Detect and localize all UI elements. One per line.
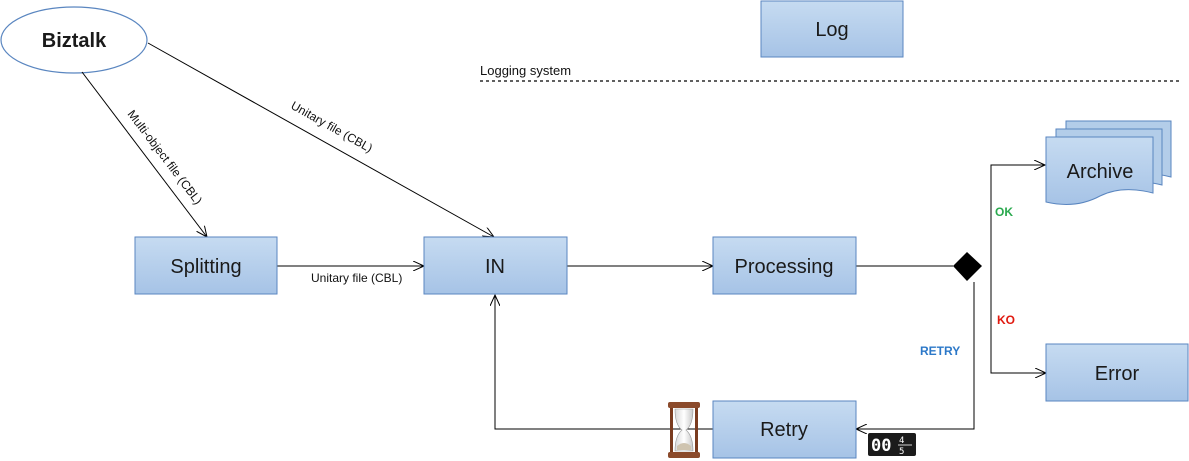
log-label: Log: [815, 19, 848, 41]
edge-biztalk-to-in: [147, 42, 494, 237]
splitting-label: Splitting: [170, 256, 241, 278]
biztalk-node: Biztalk: [0, 6, 148, 74]
retry-node-label: Retry: [760, 419, 808, 441]
splitting-node: Splitting: [134, 236, 278, 295]
decision-diamond: [953, 252, 982, 281]
edge-label-unitary-biztalk: Unitary file (CBL): [289, 98, 376, 155]
edge-retry-to-in: [495, 295, 713, 430]
counter-bottom-digit: 5: [899, 447, 904, 457]
ko-label: KO: [997, 313, 1015, 327]
archive-node: Archive: [1045, 120, 1172, 205]
archive-label: Archive: [1067, 161, 1134, 183]
edge-biztalk-to-splitting: [81, 71, 207, 237]
edge-decision-to-error: [990, 266, 1046, 373]
processing-node: Processing: [712, 236, 857, 295]
error-label: Error: [1095, 363, 1140, 385]
counter-icon: 00 4 5: [868, 433, 916, 457]
retry-label: RETRY: [920, 344, 960, 358]
ok-label: OK: [995, 205, 1013, 219]
edge-label-unitary-split: Unitary file (CBL): [311, 271, 402, 285]
edge-decision-to-archive: [990, 165, 1045, 266]
edge-decision-to-retry: [856, 282, 975, 429]
error-node: Error: [1045, 343, 1189, 402]
processing-label: Processing: [735, 256, 834, 278]
in-node: IN: [423, 236, 568, 295]
log-node: Log: [760, 0, 904, 58]
hourglass-icon: [668, 402, 700, 458]
in-label: IN: [485, 256, 505, 278]
biztalk-label: Biztalk: [42, 30, 107, 52]
edge-label-multi-object: Multi-object file (CBL): [125, 107, 206, 207]
counter-top-digit: 4: [899, 436, 904, 446]
retry-node: Retry: [712, 400, 857, 459]
logging-system-label: Logging system: [480, 63, 571, 78]
counter-digits: 00: [871, 436, 891, 456]
